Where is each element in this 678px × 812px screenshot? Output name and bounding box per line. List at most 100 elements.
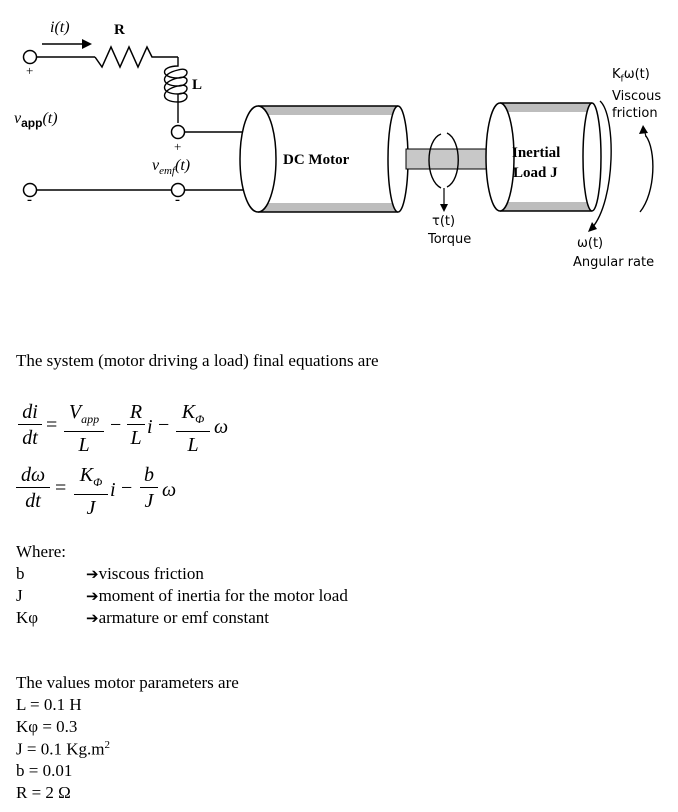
where-symbol: Kφ [16, 608, 39, 627]
where-item-k: Kφ [16, 608, 38, 628]
where-desc: moment of inertia for the motor load [98, 586, 348, 605]
eq1-term3-num: KΦ [176, 401, 210, 430]
dc-motor-diagram [22, 39, 654, 232]
eq2-term2: b J [140, 464, 158, 512]
angular-rate-arrowhead [588, 222, 597, 232]
eq1-minus-2: − [158, 414, 170, 436]
vemf-subscript: emf [159, 165, 175, 178]
where-desc-k: ➔armature or emf constant [86, 608, 269, 628]
eq1-term2-var: i [147, 416, 153, 438]
eq1-term3-bar [176, 431, 210, 432]
param-r: R = 2 Ω [16, 783, 71, 802]
vapp-suffix: (t) [42, 110, 58, 127]
eq1-minus-1: − [110, 414, 122, 436]
param-j-sup: 2 [104, 739, 110, 751]
eq2-term1: KΦ J [74, 464, 108, 519]
eq2-k-sub: Φ [93, 475, 103, 489]
where-desc-j: ➔moment of inertia for the motor load [86, 586, 348, 606]
friction-subscript: f [620, 74, 624, 85]
vemf-label: vemf(t) [152, 157, 190, 177]
torque-arc [428, 133, 442, 189]
eq1-term3: KΦ L [176, 401, 210, 456]
eq1-term1-den: L [78, 434, 90, 456]
vemf-symbol: v [152, 157, 160, 174]
friction-label-1: Viscous [612, 89, 662, 104]
eq1-lhs-num: di [22, 401, 38, 423]
friction-label-2: friction [612, 106, 658, 121]
vemf-minus: - [175, 192, 180, 208]
omega-symbol: ω(t) [577, 236, 604, 251]
eq1-term3-var: ω [214, 416, 229, 438]
eq2-lhs-den: dt [25, 490, 41, 512]
eq1-term1-num: Vapp [64, 401, 104, 430]
vapp-minus: - [27, 192, 32, 208]
param-b: b = 0.01 [16, 761, 73, 780]
eq1-term2: R L [127, 401, 145, 449]
torque-label: Torque [428, 232, 472, 247]
eq1-term2-bar [127, 424, 145, 425]
eq2-k: K [79, 464, 94, 486]
eq1-term1-bar [64, 431, 104, 432]
emf-terminal-top [170, 124, 186, 140]
eq2-term1-num: KΦ [74, 464, 108, 493]
param-j: J = 0.1 Kg.m2 [16, 739, 110, 760]
dc-motor-cylinder [239, 105, 409, 213]
eq2-term2-var: ω [162, 479, 177, 501]
eq2-term1-den: J [86, 497, 96, 519]
eq1-lhs-bar [18, 424, 42, 425]
motor-shaft [405, 148, 495, 170]
where-item-j: J [16, 586, 23, 606]
friction-k: K [612, 67, 621, 82]
omega-label: Angular rate [573, 255, 655, 270]
eq2-lhs: dω dt [16, 464, 50, 512]
eq1-term3-den: L [187, 434, 199, 456]
where-item-b: b [16, 564, 25, 584]
eq2-lhs-bar [16, 487, 50, 488]
resistor-label: R [114, 22, 125, 38]
inertial-load-cylinder [485, 102, 602, 212]
eq2-term1-bar [74, 494, 108, 495]
eq1-lhs: di dt [18, 401, 42, 449]
where-heading: Where: [16, 542, 67, 561]
where-desc-b: ➔viscous friction [86, 564, 204, 584]
where-symbol: J [16, 586, 23, 605]
friction-suffix: ω(t) [623, 67, 650, 82]
eq1-v-sub: app [81, 412, 100, 426]
vapp-plus: + [26, 63, 34, 78]
param-k: Kφ = 0.3 [16, 717, 78, 736]
where-desc: armature or emf constant [98, 608, 269, 627]
vemf-plus: + [174, 139, 182, 154]
arrow-right-icon: ➔ [86, 587, 99, 605]
friction-arrowhead [639, 125, 648, 134]
param-j-text: J = 0.1 Kg.m [16, 739, 105, 759]
eq2-term1-var: i [110, 479, 116, 501]
eq1-k-sub: Φ [195, 412, 205, 426]
eq2-lhs-num: dω [20, 464, 46, 486]
arrow-right-icon: ➔ [86, 565, 99, 583]
vapp-symbol: v [14, 110, 22, 127]
eq1-v: V [68, 401, 82, 423]
params-heading: The values motor parameters are [16, 673, 239, 692]
eq2-equals: = [55, 477, 67, 499]
intro-text: The system (motor driving a load) final … [16, 351, 379, 370]
vapp-label: vapp(t) [14, 110, 58, 130]
load-label-1: Inertial [512, 145, 561, 161]
current-arrow [42, 39, 92, 49]
eq1-term2-den: L [130, 427, 142, 449]
friction-symbol: Kfω(t) [612, 67, 650, 85]
param-l: L = 0.1 H [16, 695, 82, 714]
eq1-term2-num: R [129, 401, 143, 423]
eq1-equals: = [46, 414, 58, 436]
eq1-term1: Vapp L [64, 401, 104, 456]
eq2-term2-bar [140, 487, 158, 488]
torque-arc-back [446, 132, 459, 188]
input-terminal-top [22, 49, 38, 65]
eq2-minus: − [121, 477, 133, 499]
motor-label: DC Motor [283, 152, 350, 168]
vapp-subscript: app [21, 116, 43, 131]
angular-rate-arc [591, 100, 612, 229]
eq2-term2-den: J [144, 490, 154, 512]
arrow-right-icon: ➔ [86, 609, 99, 627]
eq1-k: K [181, 401, 196, 423]
load-label-2: Load J [513, 165, 558, 181]
